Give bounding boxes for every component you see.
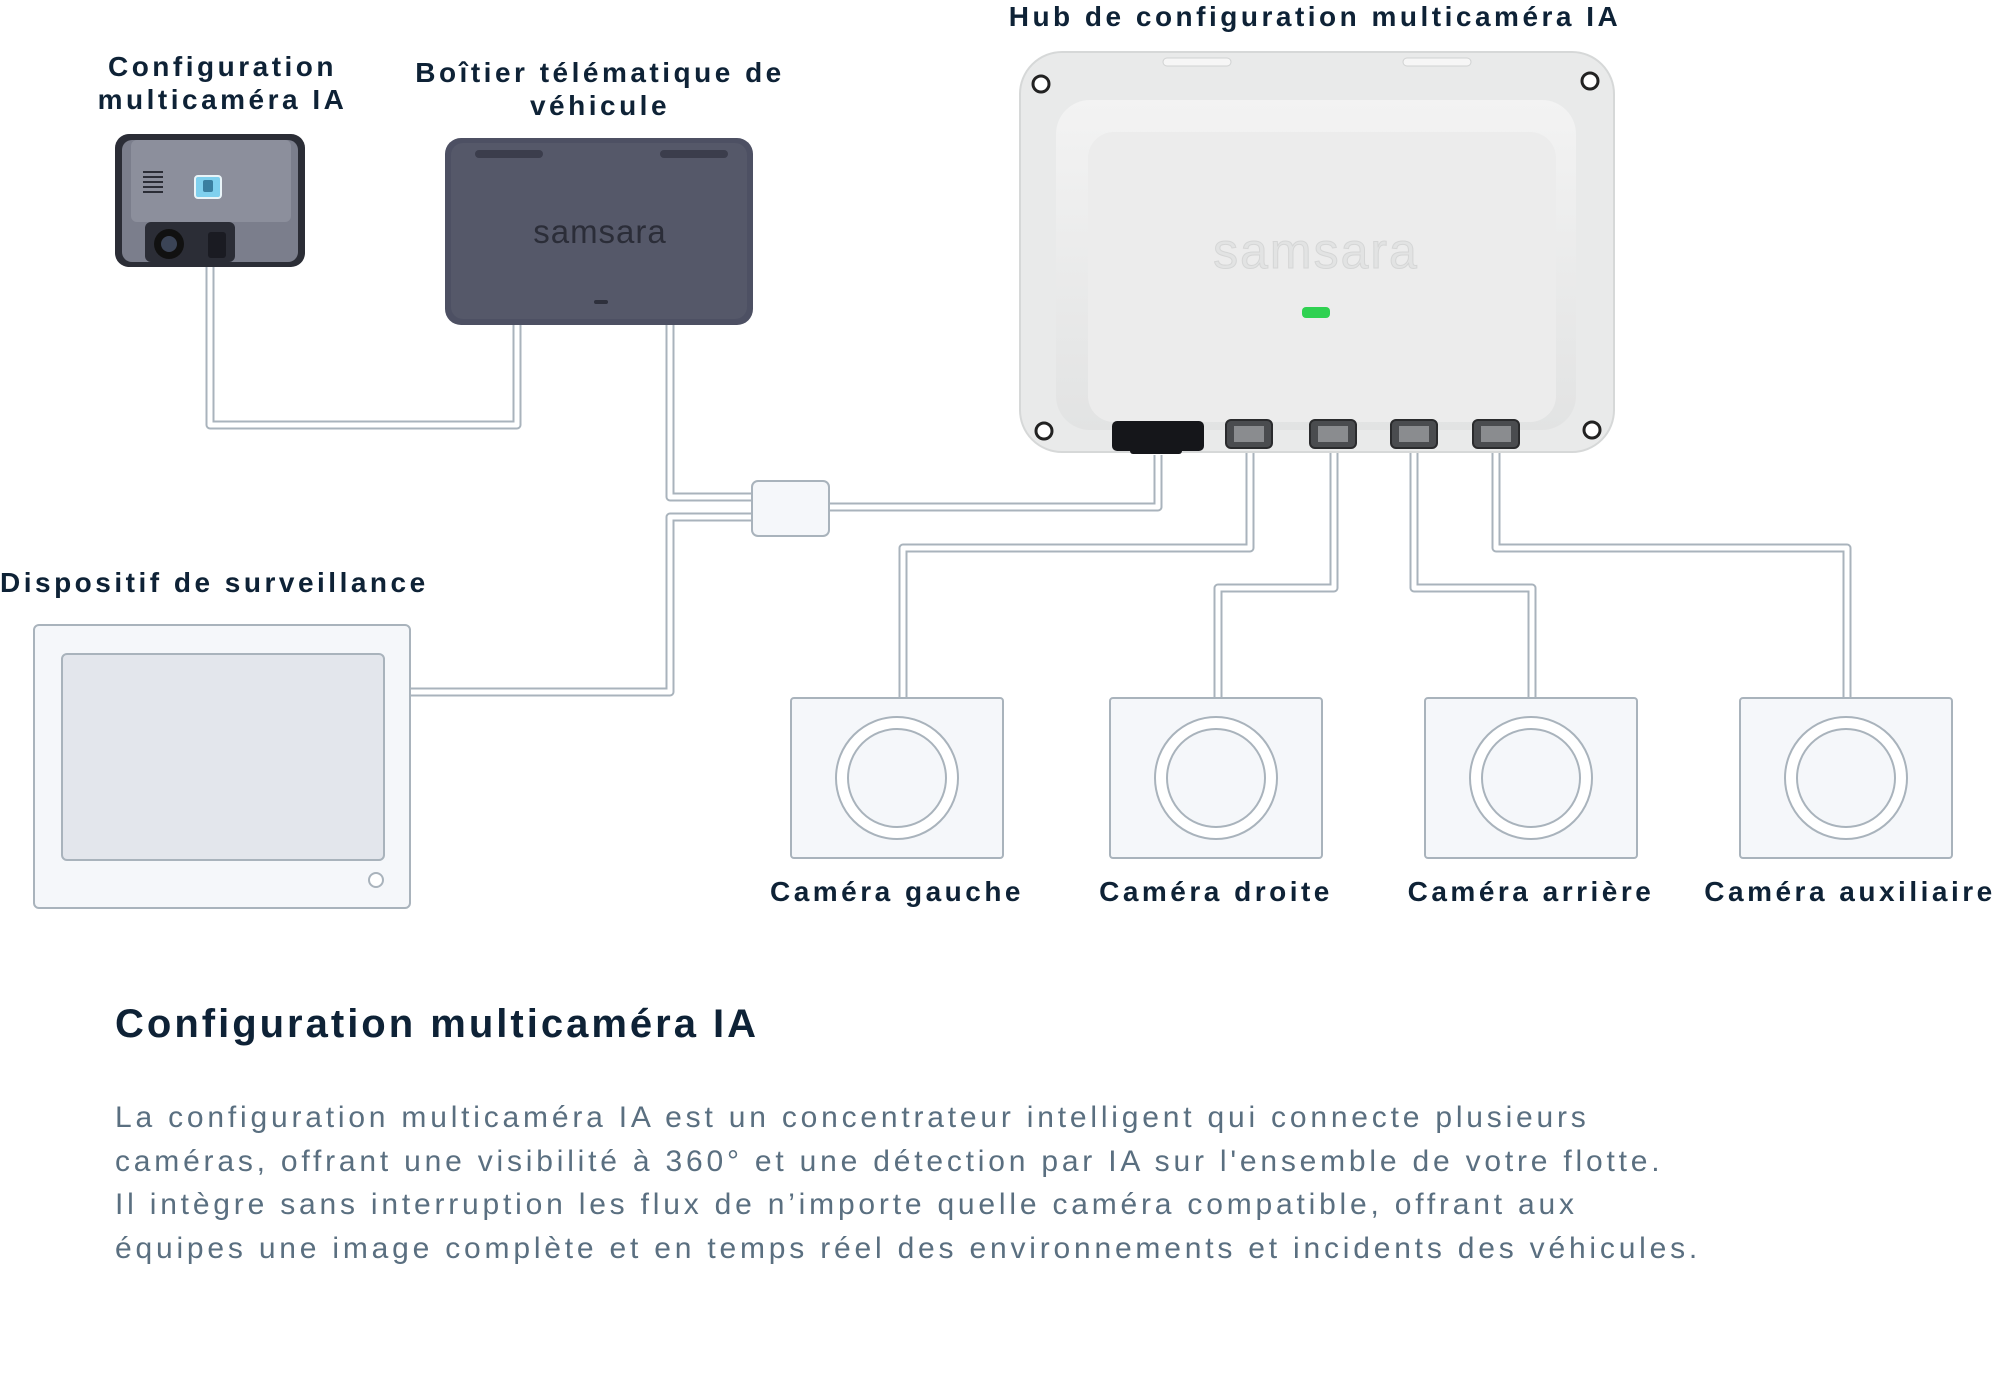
description-line: Il intègre sans interruption les flux de… bbox=[115, 1188, 1578, 1221]
cables bbox=[205, 265, 1852, 698]
multicam-hub-device: samsara bbox=[1019, 51, 1615, 454]
hub-label: Hub de configuration multicaméra IA bbox=[1008, 1, 1622, 32]
description-line: caméras, offrant une visibilité à 360° e… bbox=[115, 1144, 1664, 1178]
camera-ports bbox=[1225, 419, 1520, 449]
monitor-device bbox=[33, 624, 411, 909]
status-led bbox=[1302, 307, 1330, 318]
system-diagram: samsara samsara bbox=[33, 51, 1953, 909]
camera-auxiliary bbox=[1739, 697, 1953, 859]
telematics-logo: samsara bbox=[533, 213, 667, 250]
camera-right-label: Caméra droite bbox=[1099, 876, 1333, 907]
section-heading: Configuration multicaméra IA bbox=[115, 1002, 760, 1046]
camera-left-label: Caméra gauche bbox=[769, 876, 1025, 907]
camera-auxiliary-label: Caméra auxiliaire bbox=[1704, 876, 1996, 907]
camera-left bbox=[790, 697, 1004, 859]
section-description: La configuration multicaméra IA est un c… bbox=[115, 1096, 1975, 1270]
description-line: La configuration multicaméra IA est un c… bbox=[115, 1101, 1590, 1134]
camera-rear-label: Caméra arrière bbox=[1407, 876, 1655, 907]
description-line: équipes une image complète et en temps r… bbox=[115, 1231, 1702, 1265]
telematics-device: samsara bbox=[445, 138, 753, 325]
monitor-label: Dispositif de surveillance bbox=[0, 567, 429, 598]
camera-unit-label: Configuration multicaméra IA bbox=[97, 51, 348, 115]
camera-rear bbox=[1424, 697, 1638, 859]
dash-camera-device bbox=[115, 134, 305, 267]
hub-logo: samsara bbox=[1213, 223, 1419, 279]
telematics-label: Boîtier télématique de véhicule bbox=[415, 57, 785, 121]
camera-right bbox=[1109, 697, 1323, 859]
cable-splitter bbox=[751, 480, 830, 537]
